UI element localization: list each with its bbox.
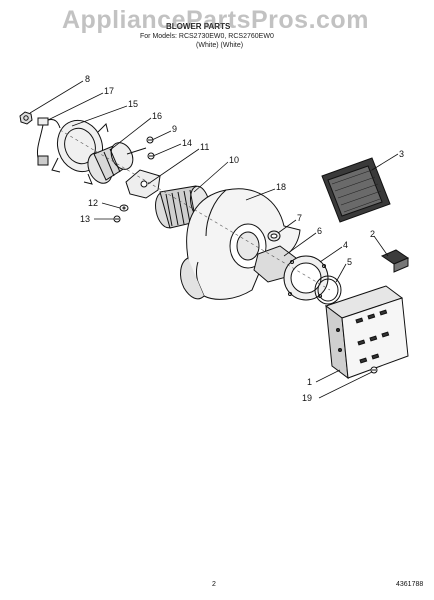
callout-4: 4 — [343, 240, 348, 250]
part-13-screw — [113, 215, 121, 223]
model-colors: (White) (White) — [196, 42, 244, 49]
callout-18: 18 — [276, 182, 286, 192]
callout-14: 14 — [182, 138, 192, 148]
callout-6: 6 — [317, 226, 322, 236]
callout-5: 5 — [347, 257, 352, 267]
part-1-mounting-box — [324, 285, 409, 380]
callout-17: 17 — [104, 86, 114, 96]
part-11-bracket — [125, 169, 161, 199]
model-numbers: For Models: RCS2730EW0, RCS2760EW0 — [140, 33, 274, 40]
assembly-axis — [59, 129, 331, 291]
callout-8: 8 — [85, 74, 90, 84]
callout-labels: 8 17 15 16 9 14 11 10 3 18 12 13 7 6 2 4… — [80, 74, 404, 403]
callout-9: 9 — [172, 124, 177, 134]
part-4-flange-ring — [283, 255, 329, 301]
callout-3: 3 — [399, 149, 404, 159]
part-2-clip — [380, 249, 410, 273]
part-5-gasket — [314, 275, 342, 305]
callout-19: 19 — [302, 393, 312, 403]
page-title: BLOWER PARTS — [166, 22, 231, 31]
part-18-blower-housing — [180, 188, 301, 300]
callout-11: 11 — [200, 142, 209, 152]
part-16-motor — [87, 142, 147, 184]
part-19-screw — [370, 366, 378, 374]
page-number: 2 — [212, 581, 216, 588]
callout-2: 2 — [370, 229, 375, 239]
callout-10: 10 — [229, 155, 239, 165]
part-3-filter — [321, 157, 391, 223]
part-8-nut — [19, 111, 33, 125]
callout-7: 7 — [297, 213, 302, 223]
callout-1: 1 — [307, 377, 312, 387]
callout-13: 13 — [80, 214, 90, 224]
watermark: AppliancePartsPros.com — [62, 6, 369, 34]
part-17-wire-harness — [37, 117, 61, 166]
callout-16: 16 — [152, 111, 162, 121]
part-7-collar — [267, 230, 281, 242]
part-number: 4361788 — [396, 581, 424, 588]
part-9-screw — [146, 136, 154, 144]
part-12-washer — [119, 204, 129, 212]
callout-12: 12 — [88, 198, 98, 208]
callout-15: 15 — [128, 99, 138, 109]
leader-lines — [29, 80, 399, 399]
